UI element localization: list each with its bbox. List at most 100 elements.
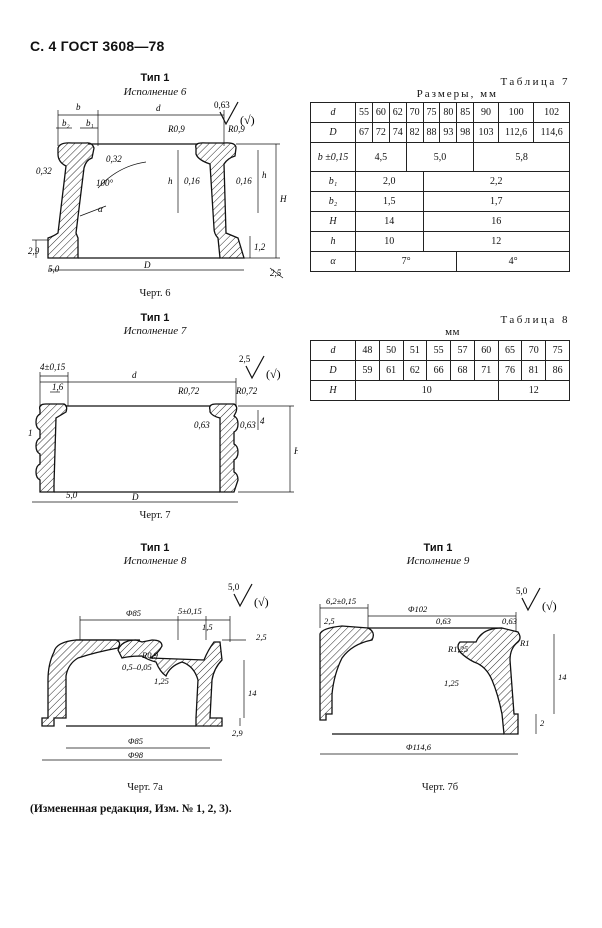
- svg-text:(√): (√): [254, 595, 269, 609]
- fig7b-execution: Исполнение 9: [406, 555, 470, 567]
- svg-text:(√): (√): [266, 367, 281, 381]
- svg-text:R1: R1: [519, 638, 529, 648]
- svg-text:0,63: 0,63: [194, 420, 210, 430]
- svg-text:4±0,15: 4±0,15: [40, 362, 66, 372]
- right-section: [457, 627, 521, 735]
- footnote: (Измененная редакция, Изм. № 1, 2, 3).: [30, 803, 232, 815]
- svg-text:2,5: 2,5: [256, 632, 267, 642]
- svg-text:1,25: 1,25: [444, 678, 459, 688]
- svg-text:0,63: 0,63: [240, 420, 256, 430]
- page-header: С. 4 ГОСТ 3608—78: [30, 38, 165, 54]
- svg-text:H: H: [293, 446, 298, 456]
- svg-text:b₂: b₂: [62, 118, 70, 128]
- right-section: [117, 639, 223, 727]
- svg-text:14: 14: [558, 672, 567, 682]
- table-row: α 7° 4°: [310, 251, 570, 272]
- fig6-execution: Исполнение 6: [123, 86, 187, 98]
- table-row: b₂ 1,5 1,7: [310, 191, 571, 212]
- svg-text:5,0: 5,0: [228, 582, 240, 592]
- svg-text:5,0: 5,0: [48, 264, 60, 274]
- svg-text:(√): (√): [240, 113, 255, 127]
- svg-text:D: D: [143, 260, 151, 270]
- svg-text:1: 1: [28, 428, 33, 438]
- svg-text:d: d: [132, 370, 137, 380]
- svg-text:R0,9: R0,9: [167, 124, 185, 134]
- svg-text:0,16: 0,16: [236, 176, 252, 186]
- svg-text:1,5: 1,5: [202, 622, 213, 632]
- svg-text:2,5: 2,5: [324, 616, 335, 626]
- svg-text:b: b: [76, 102, 81, 112]
- svg-text:α: α: [98, 204, 103, 214]
- left-section: [47, 142, 95, 259]
- fig7-type: Тип 1: [140, 312, 170, 324]
- left-section: [319, 625, 374, 721]
- table-row: H 10 12: [310, 380, 571, 401]
- svg-text:0,63: 0,63: [502, 616, 517, 626]
- svg-text:Φ98: Φ98: [128, 750, 144, 760]
- svg-text:d: d: [156, 103, 161, 113]
- svg-text:R0,72: R0,72: [235, 386, 258, 396]
- roughness-icon: 0,63 (√): [214, 100, 255, 127]
- roughness-icon: 5,0 (√): [516, 586, 557, 613]
- table-row: h 10 12: [310, 231, 571, 252]
- fig7-execution: Исполнение 7: [123, 325, 187, 337]
- roughness-icon: 2,5 (√): [239, 354, 281, 381]
- table7-caption: Таблица 7: [500, 76, 570, 88]
- fig6-drawing: 0,63 (√) b d b₂ b₁ R0,9 R0,9 0,32 0,32 1…: [28, 100, 287, 279]
- table8-caption: Таблица 8: [500, 314, 570, 326]
- fig6-caption: Черт. 6: [139, 288, 171, 299]
- left-section: [35, 403, 68, 493]
- svg-text:Φ114,6: Φ114,6: [406, 742, 432, 752]
- svg-text:2,5: 2,5: [270, 268, 282, 278]
- fig7-caption: Черт. 7: [139, 510, 171, 521]
- svg-text:0,16: 0,16: [184, 176, 200, 186]
- svg-text:0,5–0,05: 0,5–0,05: [122, 662, 152, 672]
- right-section: [195, 142, 245, 259]
- svg-text:R0,72: R0,72: [177, 386, 200, 396]
- svg-text:0,63: 0,63: [436, 616, 451, 626]
- fig6-type: Тип 1: [140, 72, 170, 84]
- svg-text:R0,9: R0,9: [141, 650, 159, 660]
- fig7b-caption: Черт. 7б: [421, 782, 459, 793]
- svg-text:D: D: [131, 492, 139, 502]
- svg-text:2: 2: [540, 718, 545, 728]
- svg-text:Φ85: Φ85: [126, 608, 141, 618]
- svg-text:5±0,15: 5±0,15: [178, 606, 202, 616]
- fig7-drawing: 2,5 (√) 4±0,15 d 1,6 R0,72 R0,72 1 0,63 …: [28, 354, 298, 503]
- table7-units: Размеры, мм: [416, 88, 498, 100]
- fig7b-drawing: 5,0 (√) 6,2±0,15 Φ102 2,5 0,63 0,63 R1 R…: [319, 586, 567, 755]
- svg-text:5,0: 5,0: [516, 586, 528, 596]
- table-row: b ±0,15 4,5 5,0 5,8: [310, 142, 570, 172]
- svg-text:H: H: [279, 194, 287, 204]
- roughness-icon: 5,0 (√): [228, 582, 269, 609]
- fig7a-drawing: 5,0 (√) Φ85 5±0,15 R0,9 1,5 2,5 0,5–0,05…: [41, 582, 269, 761]
- svg-text:1,6: 1,6: [52, 382, 64, 392]
- fig7a-execution: Исполнение 8: [123, 555, 187, 567]
- svg-text:Φ85: Φ85: [128, 736, 143, 746]
- svg-text:1,25: 1,25: [154, 676, 169, 686]
- svg-text:6,2±0,15: 6,2±0,15: [326, 596, 356, 606]
- svg-text:14: 14: [248, 688, 257, 698]
- svg-text:0,32: 0,32: [106, 154, 122, 164]
- fig7b-type: Тип 1: [423, 542, 453, 554]
- left-section: [41, 639, 121, 727]
- right-section: [208, 403, 239, 493]
- svg-text:R1,25: R1,25: [447, 644, 468, 654]
- table-row: H 14 16: [310, 211, 571, 232]
- svg-text:h: h: [262, 170, 267, 180]
- svg-text:R0,9: R0,9: [227, 124, 245, 134]
- svg-text:100°: 100°: [96, 178, 114, 188]
- svg-text:5,0: 5,0: [66, 490, 78, 500]
- svg-text:2,9: 2,9: [28, 246, 40, 256]
- svg-text:1,2: 1,2: [254, 242, 266, 252]
- svg-text:b₁: b₁: [86, 118, 94, 128]
- table-row: b₁ 2,0 2,2: [310, 171, 571, 192]
- fig7a-caption: Черт. 7а: [127, 782, 163, 793]
- svg-text:2,9: 2,9: [232, 728, 243, 738]
